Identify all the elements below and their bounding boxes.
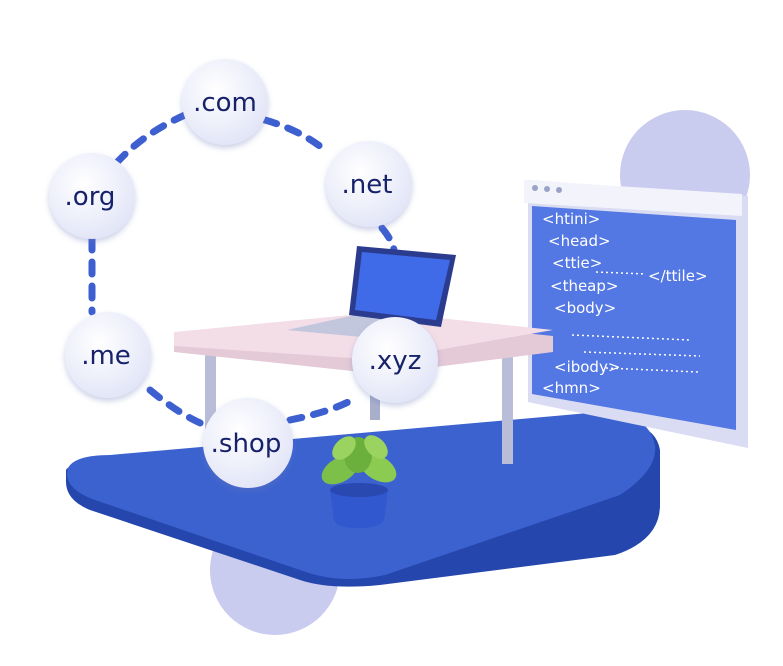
- domain-label: .com: [193, 88, 257, 118]
- domain-bubble-com: .com: [182, 59, 268, 145]
- domain-label: .me: [81, 341, 131, 371]
- domain-bubble-me: .me: [65, 312, 151, 398]
- window-dot: [544, 186, 550, 192]
- code-window: <htini> <head> <ttie> </ttile> <theap> <…: [524, 180, 748, 448]
- domain-bubble-shop: .shop: [203, 398, 293, 488]
- window-dot: [556, 187, 562, 193]
- code-filler-dots: [571, 271, 701, 373]
- domain-ring: [88, 111, 398, 429]
- code-line: <head>: [548, 232, 611, 250]
- domain-label: .xyz: [369, 346, 422, 376]
- code-line: <ibody>: [554, 358, 620, 376]
- code-line: </ttile>: [648, 267, 708, 285]
- domain-label: .shop: [211, 429, 282, 459]
- domain-bubble-net: .net: [326, 141, 412, 227]
- domain-bubble-org: .org: [49, 153, 135, 239]
- plant-icon: [321, 435, 397, 528]
- code-line: <body>: [554, 299, 616, 317]
- code-line: <htini>: [542, 210, 600, 228]
- window-dot: [532, 185, 538, 191]
- domain-label: .org: [65, 182, 116, 212]
- code-line: <theap>: [550, 277, 618, 295]
- domain-bubble-xyz: .xyz: [352, 317, 438, 403]
- code-line: <hmn>: [542, 379, 601, 397]
- domain-label: .net: [342, 170, 393, 200]
- code-line: <ttie>: [552, 254, 602, 272]
